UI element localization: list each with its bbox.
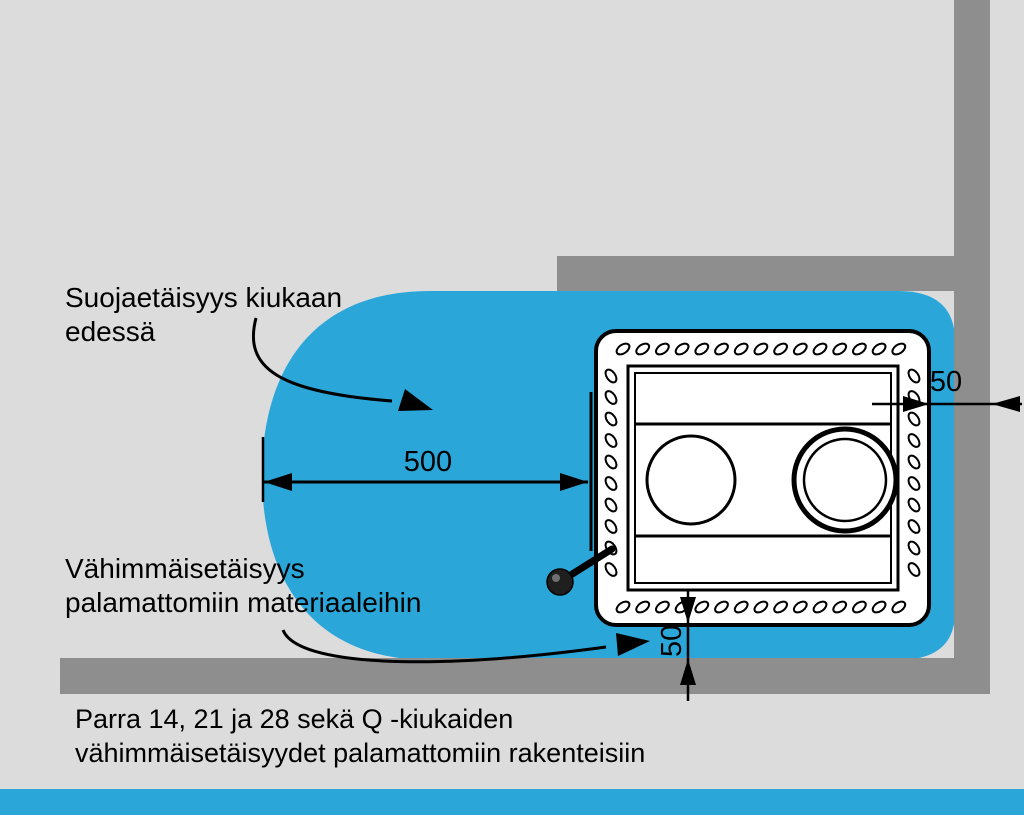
stove-vent-hole: [907, 411, 921, 427]
dimension-front-arrow-left: [264, 473, 292, 491]
stove-vent-hole: [907, 519, 921, 534]
stove-vent-hole: [871, 600, 887, 614]
min-distance-label: Vähimmäisetäisyys palamattomiin materiaa…: [65, 553, 421, 618]
dimension-bottom-arrow-bottom: [680, 659, 696, 685]
front-clearance-label-line2: edessä: [65, 316, 156, 347]
front-clearance-label-line1: Suojaetäisyys kiukaan: [65, 282, 342, 313]
front-clearance-arrowhead: [398, 389, 433, 411]
min-distance-arrow: [281, 629, 650, 664]
stove-vent-hole: [891, 342, 907, 356]
stove-vent-hole: [907, 540, 921, 556]
stove-vent-hole: [604, 454, 618, 470]
stove-vent-hole: [907, 433, 921, 448]
stove-top-view: [546, 329, 931, 627]
caption-line2: vähimmäisetäisyydet palamattomiin rakent…: [75, 738, 645, 768]
wall-right: [954, 0, 990, 694]
stove-vent-hole: [753, 600, 769, 614]
stove-vent-hole: [604, 368, 618, 384]
stove-vent-hole: [604, 497, 618, 513]
stove-vent-hole: [635, 600, 651, 614]
stove-vent-hole: [907, 476, 921, 491]
min-distance-arrow-curve: [281, 629, 607, 664]
stove-vent-hole: [604, 433, 618, 448]
stove-vent-hole: [907, 562, 921, 577]
stove-vent-hole: [852, 600, 867, 614]
stove-vent-hole: [733, 342, 749, 356]
dimension-bottom-arrow-top: [680, 597, 696, 623]
front-clearance-arrow: [251, 317, 433, 411]
min-distance-label-line1: Vähimmäisetäisyys: [65, 553, 305, 584]
stove-vent-hole: [773, 342, 788, 356]
stove-vent-hole: [714, 342, 729, 356]
stove-vent-hole: [871, 342, 887, 356]
wall-bottom: [60, 658, 990, 694]
wall-top: [557, 256, 955, 291]
caption-line1: Parra 14, 21 ja 28 sekä Q -kiukaiden: [75, 704, 513, 734]
stove-vent-hole: [753, 342, 769, 356]
min-distance-label-line2: palamattomiin materiaaleihin: [65, 587, 421, 618]
stove-vent-hole: [792, 342, 808, 356]
stove-vent-hole: [604, 476, 618, 491]
stove-vent-hole: [694, 342, 710, 356]
stove-vent-hole: [694, 600, 710, 614]
dimension-side-arrow-right: [992, 396, 1020, 412]
stove-vent-hole: [773, 600, 788, 614]
stove-vent-hole: [907, 454, 921, 470]
stove-vent-hole: [714, 600, 729, 614]
dimension-front-arrow-right: [560, 473, 588, 491]
stove-vent-hole: [604, 390, 618, 405]
stove-vent-hole: [655, 342, 670, 356]
dimension-front-500: 500: [261, 437, 588, 502]
dimension-side-50: 50: [872, 366, 1022, 412]
stove-vent-hole: [635, 342, 651, 356]
stove-circle-left: [645, 434, 737, 526]
stove-vent-hole: [832, 600, 848, 614]
stove-vent-hole: [733, 600, 749, 614]
stove-vent-hole: [907, 368, 921, 384]
caption: Parra 14, 21 ja 28 sekä Q -kiukaiden väh…: [75, 704, 645, 768]
stove-vent-hole: [674, 342, 690, 356]
dimension-bottom-label: 50: [656, 625, 688, 657]
stove-body: [594, 329, 931, 627]
stove-vent-hole: [907, 497, 921, 513]
footer-bar: [0, 789, 1024, 815]
stove-vent-hole: [604, 411, 618, 427]
stove-vent-hole: [604, 562, 618, 577]
stove-vent-hole: [832, 342, 848, 356]
dimension-bottom-50: 50: [656, 591, 696, 701]
stove-vent-hole: [891, 600, 907, 614]
min-distance-arrowhead: [616, 633, 650, 656]
stove-handle: [562, 545, 616, 582]
stove-handle-knob: [546, 568, 574, 596]
stove-flue-ring-inner: [802, 437, 888, 523]
stove-vent-hole: [655, 600, 670, 614]
dimension-side-label: 50: [930, 366, 962, 398]
stove-vent-hole: [604, 519, 618, 534]
dimension-front-label: 500: [404, 446, 452, 478]
stove-vent-hole: [812, 342, 828, 356]
stove-vent-hole: [792, 600, 808, 614]
stove-vent-hole: [812, 600, 828, 614]
stove-vent-hole: [615, 342, 631, 356]
front-clearance-arrow-curve: [251, 317, 393, 403]
stove-vent-hole: [852, 342, 867, 356]
front-clearance-label: Suojaetäisyys kiukaan edessä: [65, 282, 342, 347]
stove-vent-hole: [615, 600, 631, 614]
stove-flue-ring-outer: [791, 426, 899, 534]
stove-handle-knob-highlight: [552, 574, 560, 582]
dimension-side-arrow-left: [903, 396, 929, 412]
